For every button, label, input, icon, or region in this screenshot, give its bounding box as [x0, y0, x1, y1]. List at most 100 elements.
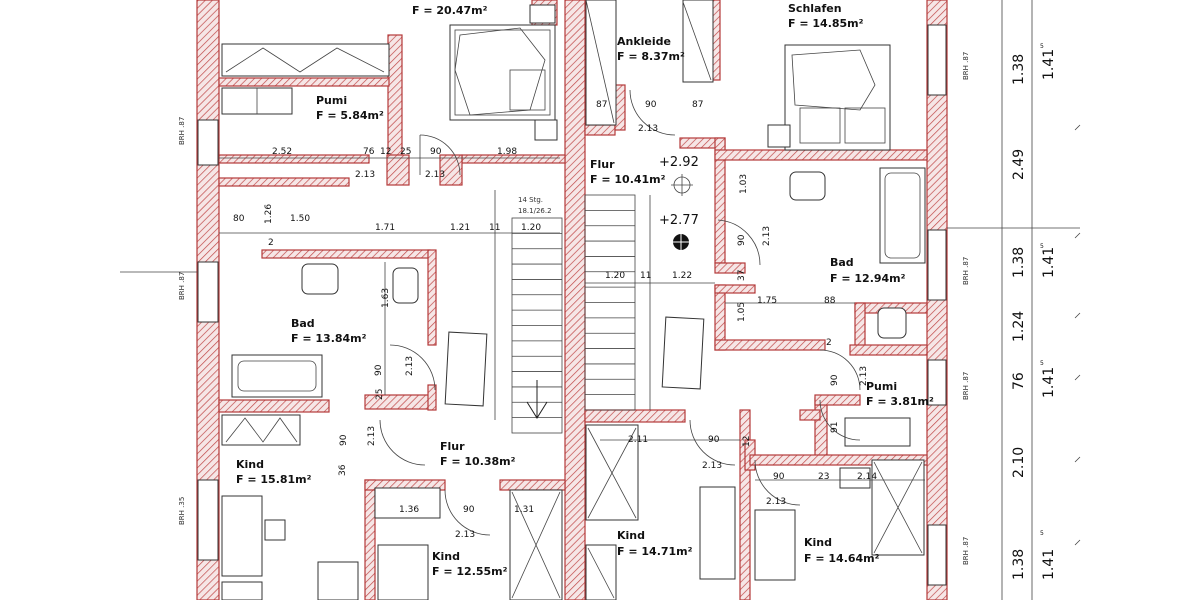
right-dim: 76 — [1011, 372, 1027, 390]
dim-90: 90 — [830, 374, 840, 386]
room-area-kind-small: F = 12.55m² — [432, 565, 508, 578]
room-name-kind-right: Kind — [804, 536, 832, 549]
dim-2-52: 2.52 — [272, 147, 292, 157]
level-markers: +2.92 +2.77 14 Stg. 18.1/26.2 — [518, 155, 699, 253]
dim-90: 90 — [773, 472, 785, 482]
dim-87: 87 — [596, 100, 607, 110]
dim-90: 90 — [708, 435, 720, 445]
room-area-kind-left: F = 15.81m² — [236, 473, 312, 486]
dim-1-21: 1.21 — [450, 223, 470, 233]
room-area-kind-right: F = 14.64m² — [804, 552, 880, 565]
dim-88: 88 — [824, 296, 836, 306]
walls — [196, 0, 948, 600]
room-name-ankleide: Ankleide — [617, 35, 671, 48]
room-name-pumi-right: Pumi — [866, 380, 897, 393]
room-name-flur-left: Flur — [440, 440, 465, 453]
right-dim-outer: 1.41 — [1041, 49, 1057, 80]
dim-90: 90 — [374, 364, 384, 376]
room-area-schlafen: F = 14.85m² — [788, 17, 864, 30]
dim-90: 90 — [463, 505, 475, 515]
dim-11: 11 — [489, 223, 500, 233]
dim-2-11: 2.11 — [628, 435, 648, 445]
dim-superscript: 5 — [1040, 360, 1044, 367]
room-area-ankleide: F = 8.37m² — [617, 50, 685, 63]
furniture — [221, 4, 926, 600]
room-name-bad-left: Bad — [291, 317, 315, 330]
room-area-flur-left: F = 10.38m² — [440, 455, 516, 468]
brh-label: BRH .87 — [178, 117, 186, 145]
room-area-flur-right: F = 10.41m² — [590, 173, 666, 186]
dim-2-13: 2.13 — [766, 497, 786, 507]
doors — [120, 89, 1080, 536]
dim-2: 2 — [826, 338, 832, 348]
dim-2-14: 2.14 — [857, 472, 877, 482]
windows — [197, 0, 947, 600]
right-dim-outer: 1.41 — [1041, 549, 1057, 580]
brh-label: BRH .87 — [962, 537, 970, 565]
dim-90: 90 — [339, 434, 349, 446]
dim-2: 2 — [268, 238, 274, 248]
room-name-bad-right: Bad — [830, 256, 854, 269]
right-dim: 1.38 — [1011, 549, 1027, 580]
dimension-labels: 2.52 76 12 25 90 1.98 2.13 2.13 80 1.26 … — [233, 100, 877, 540]
dim-superscript: 5 — [1040, 243, 1044, 250]
wall-central — [564, 0, 586, 600]
right-dim: 1.38 — [1011, 247, 1027, 278]
brh-label: BRH .87 — [178, 272, 186, 300]
room-labels: F = 20.47m² Pumi F = 5.84m² Bad F = 13.8… — [236, 2, 934, 578]
dim-11: 11 — [640, 271, 651, 281]
stair-steps: 14 Stg. — [518, 196, 543, 204]
room-area-pumi-right: F = 3.81m² — [866, 395, 934, 408]
brh-label: BRH .87 — [962, 372, 970, 400]
right-dim: 1.38 — [1011, 54, 1027, 85]
room-area-pumi-left: F = 5.84m² — [316, 109, 384, 122]
right-dim: 2.49 — [1011, 149, 1027, 180]
room-name-flur-right: Flur — [590, 158, 615, 171]
brh-label: BRH .35 — [178, 497, 186, 525]
dim-1-26: 1.26 — [264, 204, 274, 224]
dim-80: 80 — [233, 214, 245, 224]
dim-2-13: 2.13 — [702, 461, 722, 471]
dim-2-13: 2.13 — [638, 124, 658, 134]
right-dim: 1.24 — [1011, 311, 1027, 342]
dim-90: 90 — [737, 234, 747, 246]
dim-87: 87 — [692, 100, 703, 110]
dim-1-50: 1.50 — [290, 214, 310, 224]
dim-37: 37 — [737, 270, 747, 281]
dim-2-13: 2.13 — [455, 530, 475, 540]
dim-1-63: 1.63 — [381, 288, 391, 308]
stair-ratio: 18.1/26.2 — [518, 207, 552, 215]
dim-1-05: 1.05 — [737, 302, 747, 322]
stairs — [444, 190, 705, 434]
room-name-kind-left: Kind — [236, 458, 264, 471]
dim-superscript: 5 — [1040, 43, 1044, 50]
dim-1-98: 1.98 — [497, 147, 517, 157]
room-name-pumi-left: Pumi — [316, 94, 347, 107]
dim-25: 25 — [400, 147, 411, 157]
room-name-kind-mid: Kind — [617, 529, 645, 542]
dim-90: 90 — [430, 147, 442, 157]
dim-superscript: 5 — [1040, 530, 1044, 537]
dim-76: 76 — [363, 147, 375, 157]
dim-36: 36 — [338, 464, 348, 476]
dim-25: 25 — [375, 389, 385, 400]
dim-1-75: 1.75 — [757, 296, 777, 306]
dim-12: 12 — [742, 436, 752, 447]
dim-90: 90 — [645, 100, 657, 110]
dim-1-71: 1.71 — [375, 223, 395, 233]
dim-91: 91 — [830, 422, 840, 433]
dim-2-13: 2.13 — [425, 170, 445, 180]
brh-label: BRH .87 — [962, 257, 970, 285]
right-dimension-chain: 1.38 2.49 1.38 1.24 76 2.10 1.38 1.41 1.… — [1011, 43, 1081, 580]
room-area-bad-right: F = 12.94m² — [830, 272, 906, 285]
brh-label: BRH .87 — [962, 52, 970, 80]
sill-height-labels: BRH .87 BRH .87 BRH .35 BRH .87 BRH .87 … — [178, 52, 970, 565]
right-dim: 2.10 — [1011, 447, 1027, 478]
room-name-schlafen: Schlafen — [788, 2, 842, 15]
room-area-top-left: F = 20.47m² — [412, 4, 488, 17]
dim-12: 12 — [380, 147, 391, 157]
dim-1-31: 1.31 — [514, 505, 534, 515]
room-area-bad-left: F = 13.84m² — [291, 332, 367, 345]
right-dim-outer: 1.41 — [1041, 367, 1057, 398]
